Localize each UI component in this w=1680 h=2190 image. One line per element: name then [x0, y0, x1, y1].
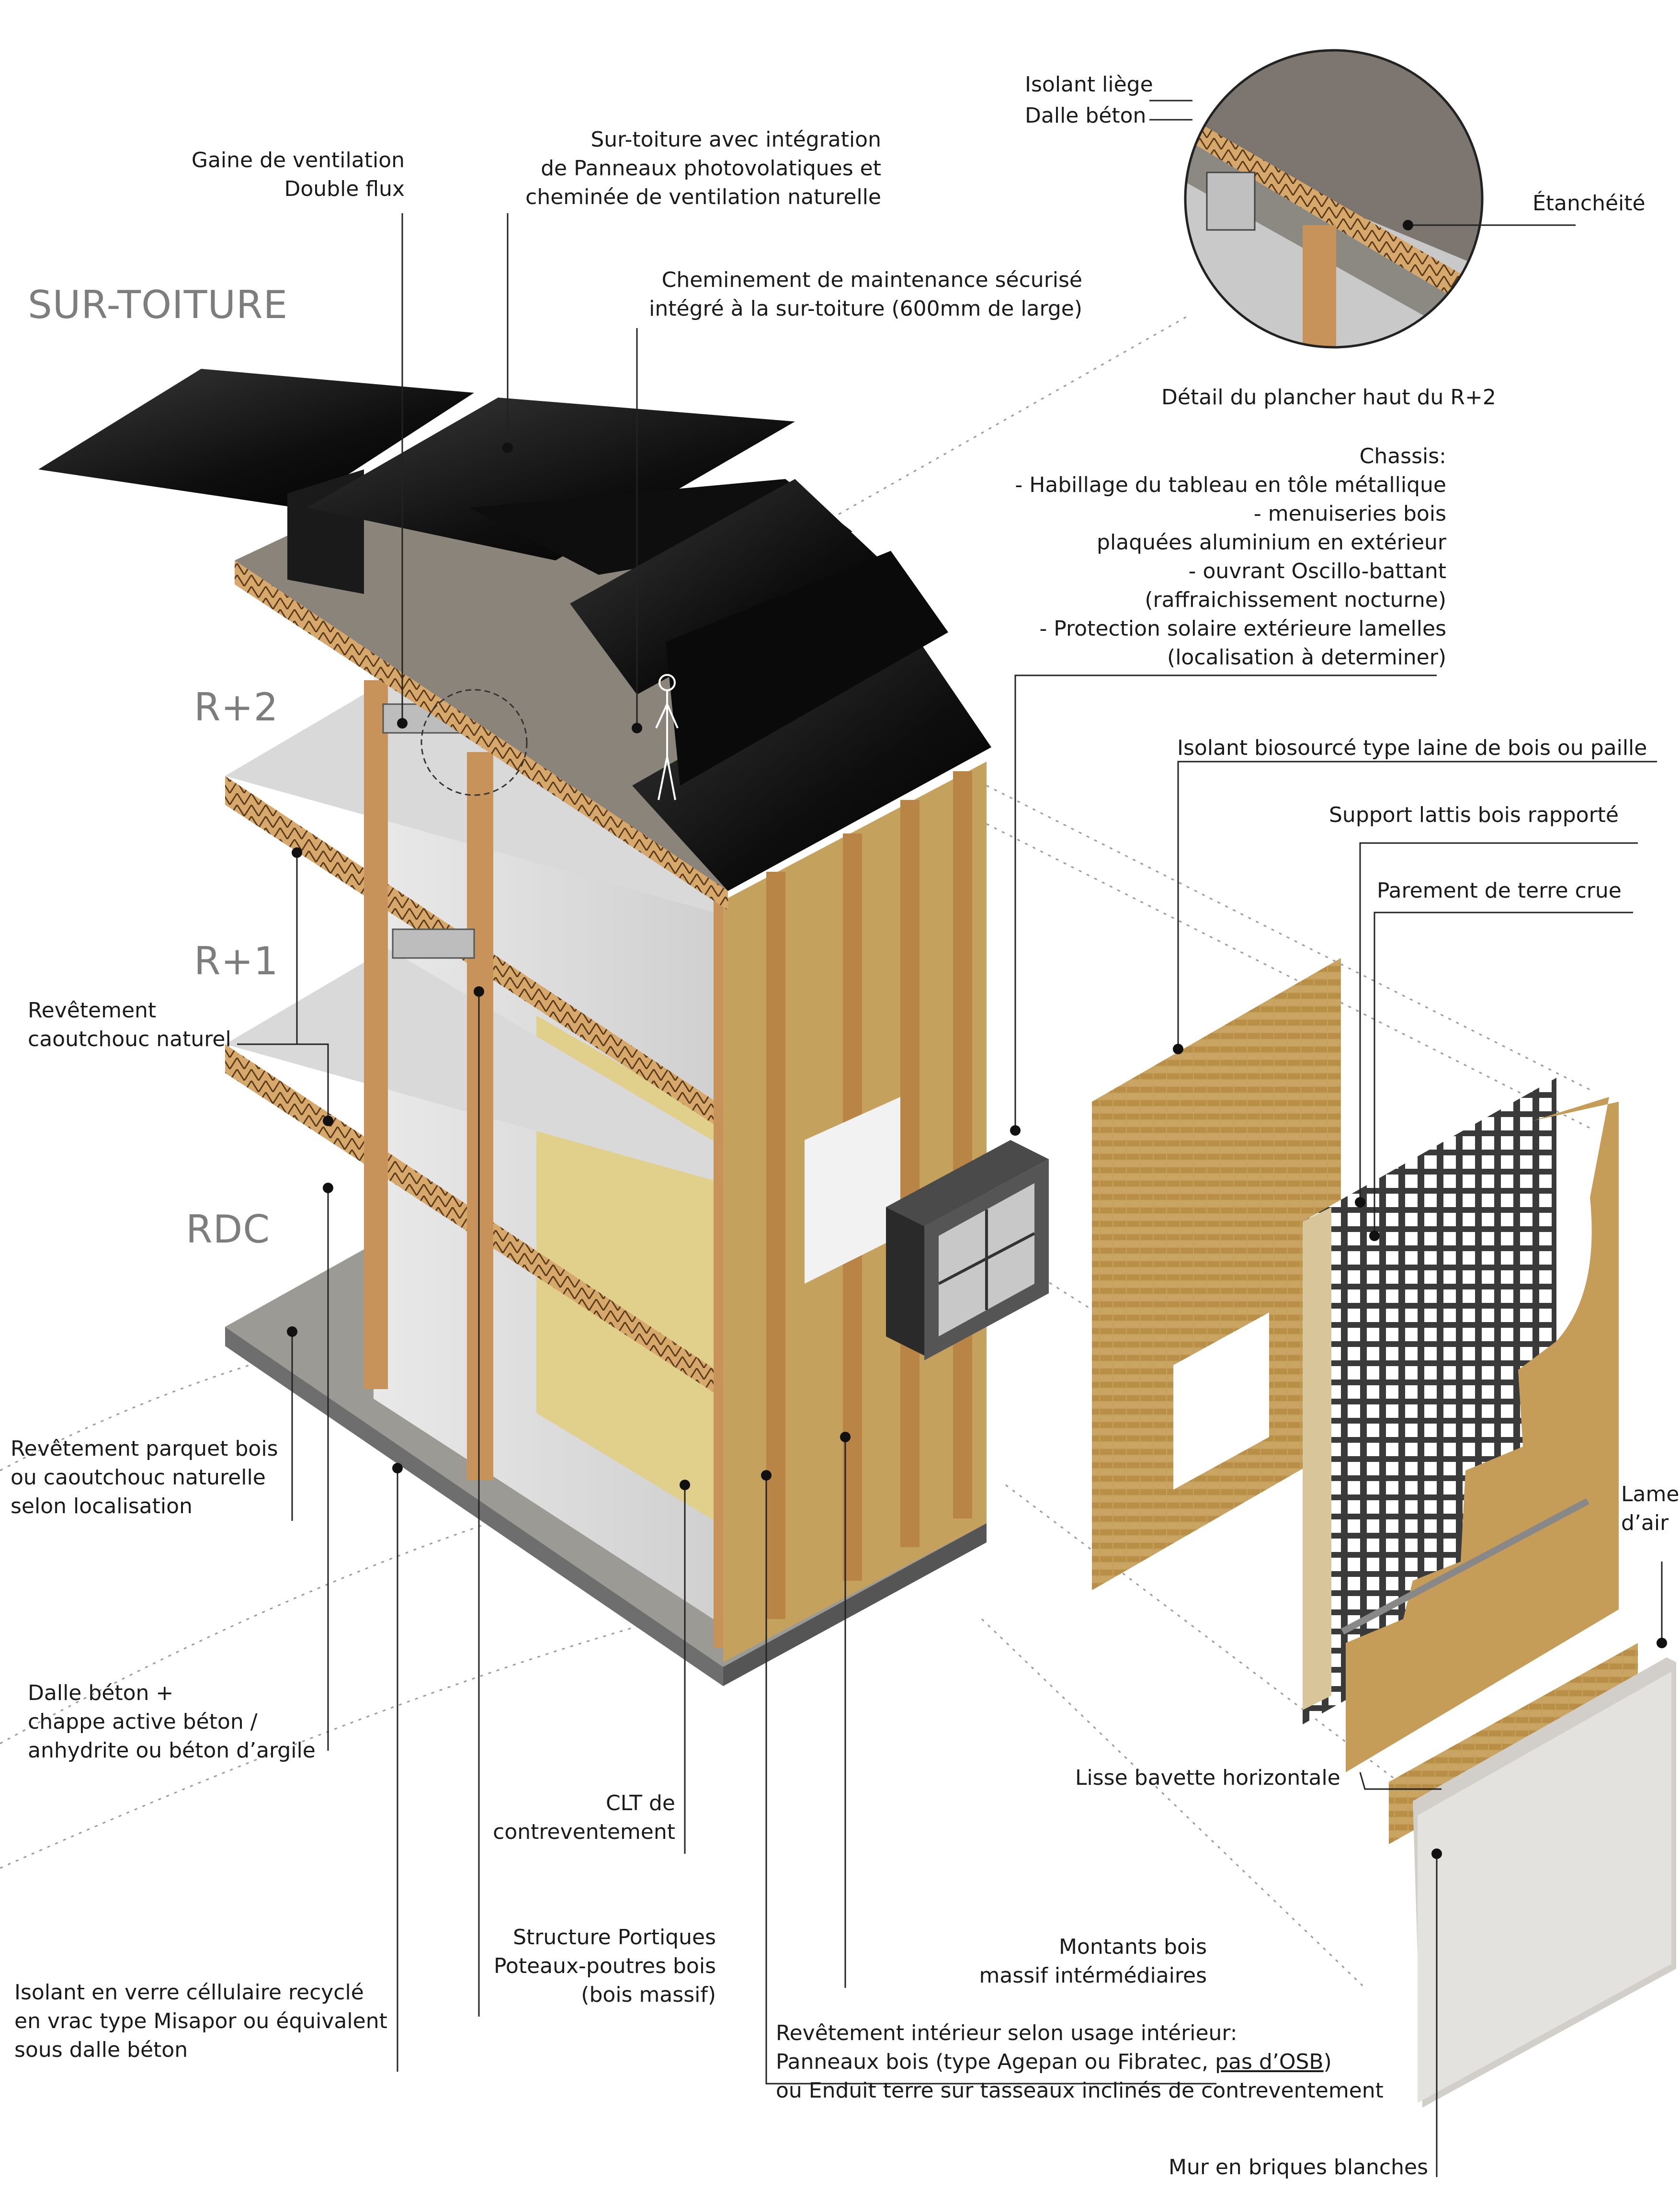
label-revetement-interieur-line3: ou Enduit terre sur tasseaux inclinés de…	[776, 2078, 1384, 2103]
label-revetement-interieur-line2: Panneaux bois (type Agepan ou Fibratec, …	[776, 2048, 1332, 2076]
label-isolant-biosource: Isolant biosourcé type laine de bois ou …	[1177, 736, 1647, 760]
level-sur-toiture: SUR-TOITURE	[28, 283, 288, 327]
label-montants-bois: Montants bois massif intérmédiaires	[979, 1935, 1207, 1988]
label-revetement-interieur-2b: pas d’OSB	[1215, 2050, 1324, 2074]
roof-detail-circle	[1184, 49, 1484, 349]
label-isolant-verre: Isolant en verre céllulaire recyclé en v…	[14, 1980, 387, 2062]
leader-lines	[237, 100, 1663, 2177]
lisse-bavette	[1341, 1498, 1589, 1635]
label-revetement-interieur-2c: )	[1323, 2050, 1332, 2074]
exploded-wall-layers	[1092, 958, 1676, 2108]
roof-ridge	[666, 551, 948, 786]
level-rdc: RDC	[186, 1207, 271, 1252]
label-chassis: Chassis: - Habillage du tableau en tôle …	[1015, 444, 1446, 670]
window-opening	[805, 1097, 900, 1284]
label-revetement-caoutchouc: Revêtement caoutchouc naturel	[28, 998, 231, 1051]
label-clt: CLT de contreventement	[493, 1791, 675, 1844]
detail-marker-circle	[420, 689, 528, 796]
roof-deck-edge	[235, 560, 728, 910]
label-lisse-bavette: Lisse bavette horizontale	[1075, 1766, 1340, 1790]
earth-panel	[1346, 1097, 1619, 1772]
label-parement-terre: Parement de terre crue	[1377, 878, 1622, 903]
insulation-window	[1173, 1312, 1269, 1490]
person-figure	[655, 674, 679, 800]
label-mur-briques: Mur en briques blanches	[1169, 2155, 1428, 2179]
post-1	[364, 680, 388, 1389]
brick-wall-face	[1418, 1672, 1671, 2103]
label-etancheite: Étanchéité	[1532, 191, 1646, 216]
label-revetement-interieur-line1: Revêtement intérieur selon usage intérie…	[776, 2021, 1237, 2045]
window-chassis	[886, 1140, 1049, 1360]
duct-r1	[392, 928, 475, 959]
label-lame-air: Lame d’air	[1621, 1482, 1680, 1535]
roof-sheet-2	[306, 398, 795, 560]
ground-slab-edge-right	[723, 1523, 987, 1686]
label-revetement-interieur-2a: Panneaux bois (type Agepan ou Fibratec,	[776, 2050, 1215, 2074]
label-cheminement: Cheminement de maintenance sécurisé inté…	[649, 268, 1082, 321]
label-dalle-beton-chappe: Dalle béton + chappe active béton / anhy…	[28, 1681, 316, 1763]
roof-sheet-4	[570, 479, 881, 695]
level-r1: R+1	[194, 939, 279, 983]
label-structure-portiques: Structure Portiques Poteaux-poutres bois…	[493, 1925, 716, 2007]
label-isolant-liege: Isolant liège	[1025, 72, 1153, 97]
roof-sheet-5	[632, 627, 991, 891]
level-r2: R+2	[194, 685, 279, 730]
label-revetement-parquet: Revêtement parquet bois ou caoutchouc na…	[11, 1437, 278, 1518]
label-support-lattis: Support lattis bois rapporté	[1329, 803, 1619, 827]
leader-dots	[287, 220, 1667, 1859]
label-gaine-ventilation: Gaine de ventilation Double flux	[191, 148, 405, 201]
ground-slab-edge	[225, 1327, 723, 1686]
label-sur-toiture-pv: Sur-toiture avec intégration de Panneaux…	[525, 127, 881, 209]
post-2	[467, 752, 493, 1480]
label-dalle-beton-detail: Dalle béton	[1025, 103, 1146, 128]
roof-sheet-1	[38, 369, 474, 508]
lattice-rail	[1303, 1207, 1331, 1710]
insulation-panel	[1092, 958, 1341, 1590]
label-detail-plancher: Détail du plancher haut du R+2	[1161, 385, 1496, 410]
building-model	[38, 369, 1049, 1686]
